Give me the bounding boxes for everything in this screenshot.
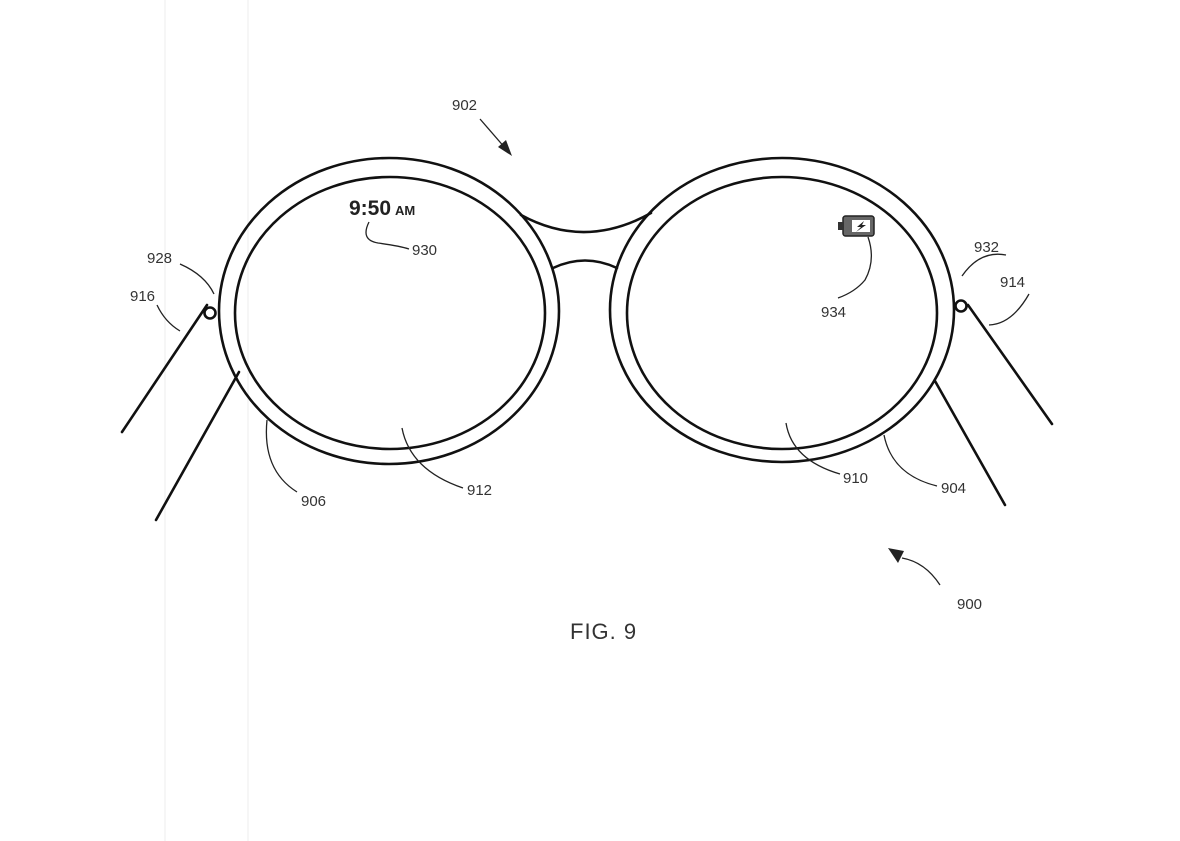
leader-906 xyxy=(265,419,298,493)
figure-caption: FIG. 9 xyxy=(570,619,637,644)
left-frame-outer xyxy=(217,156,561,466)
leader-lines xyxy=(156,118,1030,586)
leader-904 xyxy=(883,434,938,487)
reference-numerals: 902 928 916 930 934 932 914 906 912 910 … xyxy=(130,97,1025,613)
bridge-top xyxy=(519,211,653,234)
leader-910 xyxy=(785,422,841,475)
leader-932 xyxy=(961,253,1007,277)
right-lens xyxy=(625,175,939,451)
right-temple-inner xyxy=(933,379,1007,507)
arrow-900-head xyxy=(888,548,904,563)
label-934: 934 xyxy=(821,304,846,321)
label-928: 928 xyxy=(147,250,172,267)
right-temple-outer xyxy=(966,303,1054,426)
leader-928 xyxy=(179,263,215,295)
label-916: 916 xyxy=(130,288,155,305)
leader-930 xyxy=(365,221,410,250)
left-temple-inner xyxy=(154,370,241,522)
battery-charging-icon xyxy=(838,215,875,237)
label-904: 904 xyxy=(941,480,966,497)
label-902: 902 xyxy=(452,97,477,114)
left-lens xyxy=(233,175,547,451)
leader-914 xyxy=(988,293,1030,326)
label-906: 906 xyxy=(301,493,326,510)
label-912: 912 xyxy=(467,482,492,499)
leader-916 xyxy=(156,304,181,332)
leader-934 xyxy=(837,236,872,299)
label-930: 930 xyxy=(412,242,437,259)
arrow-900 xyxy=(901,557,941,586)
label-900: 900 xyxy=(957,596,982,613)
leader-912 xyxy=(401,427,464,489)
left-hinge-sensor xyxy=(203,306,217,320)
left-temple-outer xyxy=(120,303,209,434)
eyeglasses-drawing xyxy=(120,156,1054,522)
label-910: 910 xyxy=(843,470,868,487)
right-hinge-sensor xyxy=(954,299,968,313)
arrow-902-head xyxy=(498,140,512,156)
label-914: 914 xyxy=(1000,274,1025,291)
label-932: 932 xyxy=(974,239,999,256)
right-frame-outer xyxy=(608,156,956,464)
bridge-bottom xyxy=(551,259,619,270)
